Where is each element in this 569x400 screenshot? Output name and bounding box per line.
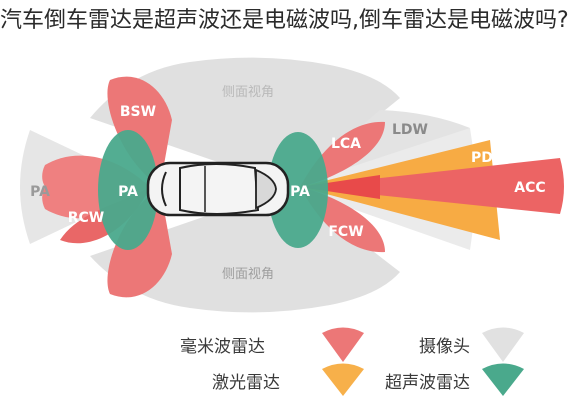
lca-label: LCA (331, 136, 361, 152)
legend-laser-label: 激光雷达 (212, 373, 280, 393)
acc-label: ACC (514, 180, 545, 196)
legend: 毫米波雷达 摄像头 激光雷达 超声波雷达 (180, 327, 524, 396)
ldw-label: LDW (392, 122, 428, 138)
legend-millimeter-label: 毫米波雷达 (180, 337, 265, 357)
fcw-label: FCW (328, 224, 363, 240)
radar-bsw-zone (107, 76, 172, 187)
side-view-top-label: 侧面视角 (222, 85, 274, 100)
legend-millimeter-swatch (322, 327, 364, 362)
bsw-label: BSW (120, 104, 156, 120)
rear-far-pa-label: PA (30, 184, 50, 200)
front-pa-label: PA (290, 184, 310, 200)
legend-camera-swatch (482, 327, 524, 362)
car-top-view-icon (146, 161, 290, 217)
radar-acc-core (300, 175, 380, 199)
legend-camera-label: 摄像头 (419, 337, 470, 357)
page-headline: 汽车倒车雷达是超声波还是电磁波吗,倒车雷达是电磁波吗? (0, 8, 569, 33)
ultrasonic-front-zone (268, 132, 328, 248)
legend-ultrasonic-label: 超声波雷达 (385, 373, 470, 393)
rcw-label: RCW (68, 210, 105, 226)
radar-acc-zone (300, 158, 564, 214)
ultrasonic-rear-zone (98, 130, 158, 250)
rear-pa-label: PA (118, 184, 138, 200)
legend-laser-swatch (322, 363, 364, 396)
legend-ultrasonic-swatch (482, 363, 524, 396)
pd-label: PD (471, 150, 493, 166)
side-view-bottom-label: 侧面视角 (222, 267, 274, 282)
